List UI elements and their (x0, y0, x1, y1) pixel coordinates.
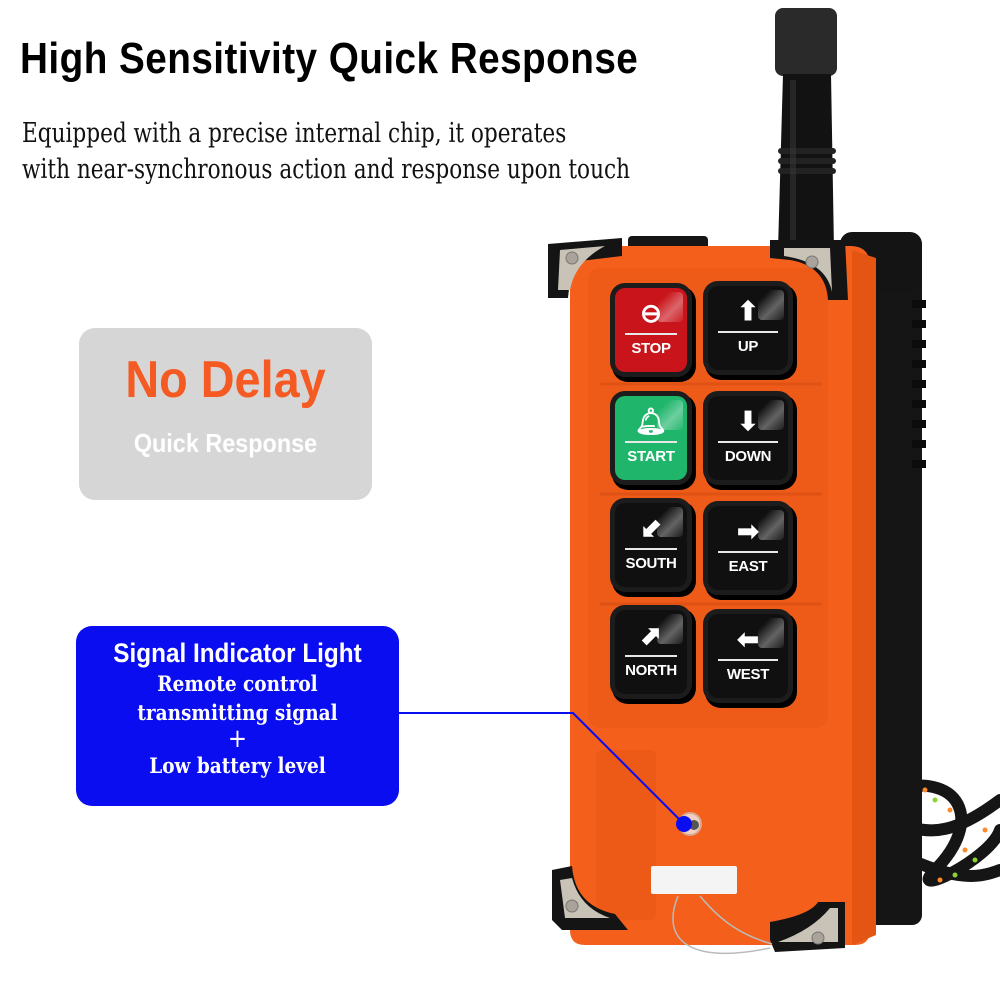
no-delay-title: No Delay (125, 351, 326, 409)
subheadline-line-1: Equipped with a precise internal chip, i… (22, 118, 567, 149)
north-label: NORTH (625, 662, 677, 679)
down-label: DOWN (724, 448, 772, 465)
signal-indicator-callout: Signal Indicator Light Remote control tr… (76, 626, 399, 806)
subheadline-line-2: with near-synchronous action and respons… (22, 154, 630, 185)
corner-guard-top-left (548, 238, 622, 298)
arrow-up-icon: ⬆ (737, 296, 759, 326)
antenna (775, 8, 837, 250)
west-button[interactable]: ⬅ WEST (708, 614, 788, 698)
corner-guard-bottom-left (552, 866, 628, 930)
signal-callout-title: Signal Indicator Light (113, 638, 362, 668)
no-delay-subtitle: Quick Response (133, 428, 318, 458)
south-label: SOUTH (625, 555, 677, 572)
start-label: START (627, 448, 675, 465)
headline: High Sensitivity Quick Response (20, 34, 639, 83)
no-delay-badge: No Delay Quick Response (79, 328, 372, 500)
arrow-down-left-icon: ⬋ (640, 513, 662, 543)
corner-guard-top-right (770, 240, 848, 300)
signal-callout-line-3: Low battery level (149, 753, 326, 778)
arrow-up-right-icon: ⬈ (640, 620, 662, 650)
east-button[interactable]: ➡ EAST (708, 506, 788, 590)
arrow-down-icon: ⬇ (737, 406, 759, 436)
south-button[interactable]: ⬋ SOUTH (615, 503, 687, 587)
plus-sign: + (227, 724, 248, 754)
arrow-right-icon: ➡ (737, 516, 759, 546)
arrow-left-icon: ⬅ (737, 624, 759, 654)
up-label: UP (737, 338, 759, 355)
start-button[interactable]: 🔔︎ START (615, 396, 687, 480)
subheadline: Equipped with a precise internal chip, i… (22, 116, 630, 188)
signal-callout-line-1: Remote control (157, 671, 318, 696)
stop-label: STOP (631, 340, 671, 357)
no-entry-icon: ⊖ (640, 298, 662, 328)
west-label: WEST (726, 666, 770, 683)
up-button[interactable]: ⬆ UP (708, 286, 788, 370)
signal-callout-line-2: transmitting signal (137, 700, 338, 725)
down-button[interactable]: ⬇ DOWN (708, 396, 788, 480)
bell-icon: 🔔︎ (634, 406, 668, 436)
east-label: EAST (728, 558, 768, 575)
stop-button[interactable]: ⊖ STOP (615, 288, 687, 372)
corner-guard-bottom-right (770, 902, 845, 952)
north-button[interactable]: ⬈ NORTH (615, 610, 687, 694)
